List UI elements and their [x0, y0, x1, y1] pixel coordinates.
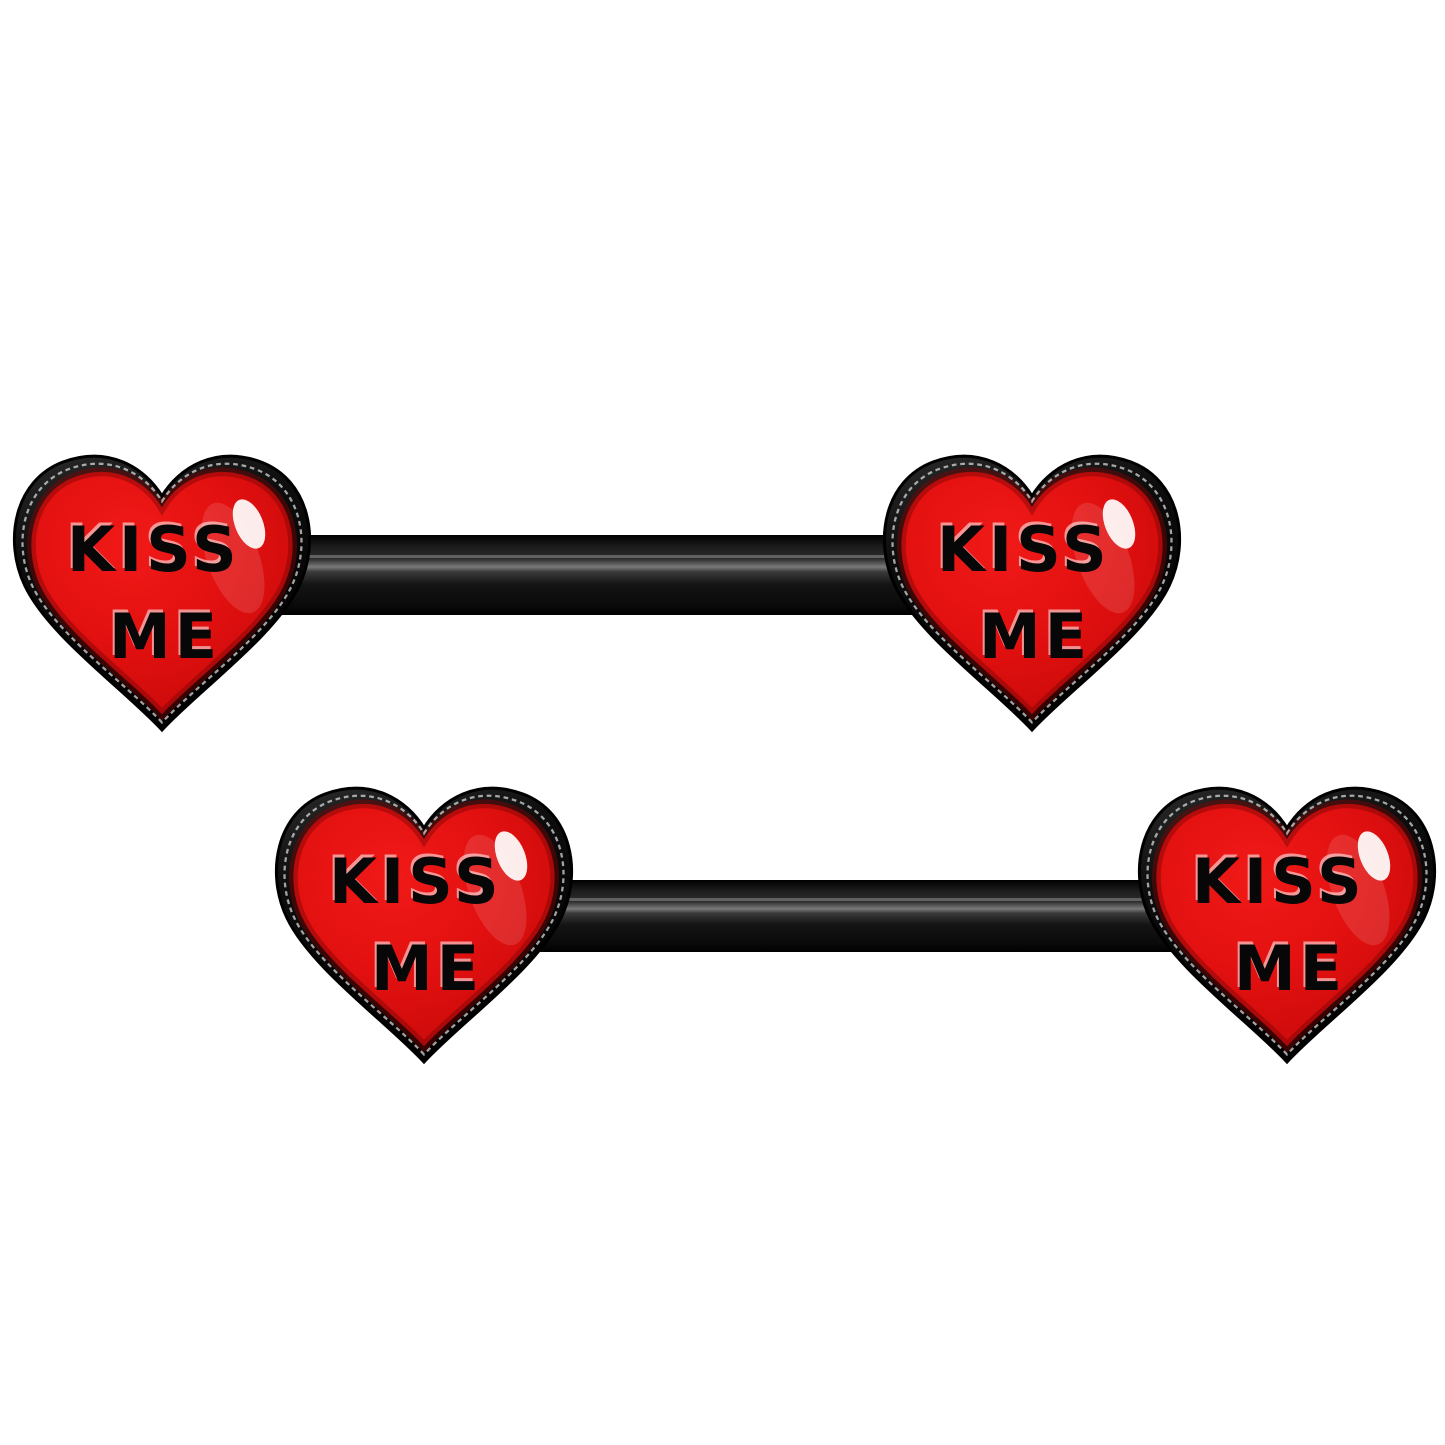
- engrave-line1: KISS: [1192, 845, 1366, 918]
- engrave-line2-shadow: ME: [977, 597, 1089, 670]
- engrave-line1-shadow: KISS: [1190, 842, 1364, 915]
- heart-bottom-left[interactable]: KISS KISS ME ME: [274, 786, 574, 1064]
- barbell-top-bar: [250, 535, 970, 615]
- engraving-kiss-me: KISS KISS ME ME: [1190, 842, 1366, 1005]
- engrave-line1-shadow: KISS: [935, 510, 1109, 583]
- engrave-line2: ME: [371, 932, 483, 1005]
- engraving-kiss-me: KISS KISS ME ME: [65, 510, 241, 673]
- gloss-highlight: [232, 499, 266, 549]
- engraving-kiss-me: KISS KISS ME ME: [935, 510, 1111, 673]
- barbell-top[interactable]: KISS KISS ME ME: [0, 400, 1210, 760]
- engrave-line2-shadow: ME: [1232, 929, 1344, 1002]
- gloss-highlight: [1102, 499, 1136, 549]
- engrave-line2-shadow: ME: [107, 597, 219, 670]
- engrave-line2: ME: [979, 600, 1091, 673]
- engrave-line2: ME: [1234, 932, 1346, 1005]
- engrave-line1: KISS: [329, 845, 503, 918]
- engrave-line1-shadow: KISS: [65, 510, 239, 583]
- heart-bottom-right[interactable]: KISS KISS ME ME: [1137, 786, 1437, 1064]
- heart-top-left[interactable]: KISS KISS ME ME: [12, 454, 312, 732]
- heart-top-right[interactable]: KISS KISS ME ME: [882, 454, 1182, 732]
- engrave-line1: KISS: [937, 513, 1111, 586]
- gloss-highlight: [1357, 831, 1391, 881]
- gloss-highlight: [494, 831, 528, 881]
- engrave-line2-shadow: ME: [369, 929, 481, 1002]
- engrave-line2: ME: [109, 600, 221, 673]
- barbell-bottom[interactable]: KISS KISS ME ME: [262, 732, 1445, 1092]
- engrave-line1: KISS: [67, 513, 241, 586]
- engrave-line1-shadow: KISS: [327, 842, 501, 915]
- engraving-kiss-me: KISS KISS ME ME: [327, 842, 503, 1005]
- barbell-bottom-bar: [512, 880, 1212, 952]
